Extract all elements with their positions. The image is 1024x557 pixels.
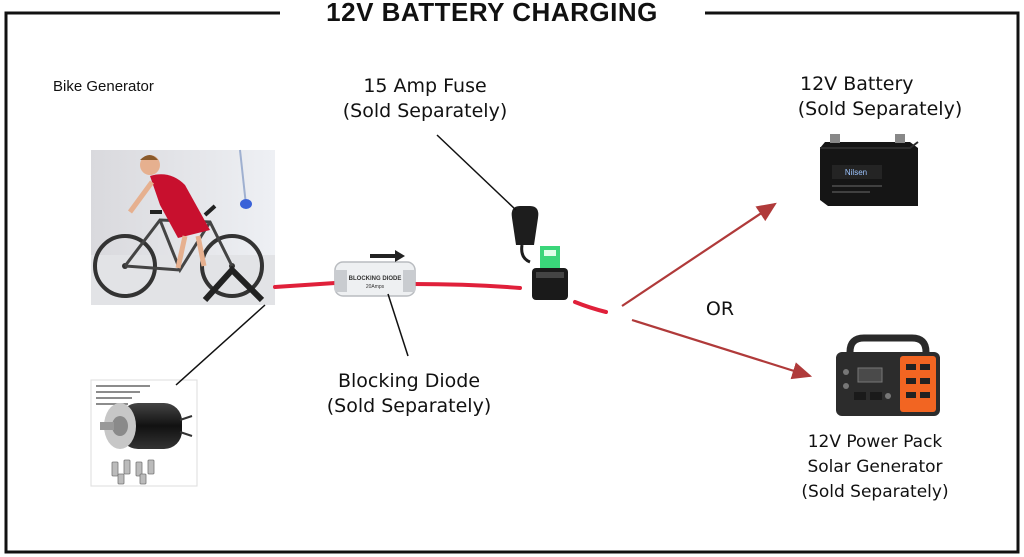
frame-border [4, 11, 1020, 554]
power-pack-illustration [836, 334, 940, 416]
label-battery-line-1: 12V Battery [800, 73, 914, 95]
leader-line-diode [387, 293, 409, 357]
label-fuse: 15 Amp Fuse (Sold Separately) [320, 74, 530, 124]
label-battery-line-2: (Sold Separately) [797, 98, 963, 120]
fuse-holder [511, 206, 568, 300]
label-power-pack-line-3: (Sold Separately) [801, 482, 949, 502]
red-wire [273, 281, 608, 314]
blocking-diode: BLOCKING DIODE 20Amps [334, 250, 416, 297]
label-diode-line-2: (Sold Separately) [326, 395, 492, 417]
diagram-title: 12V BATTERY CHARGING [292, 0, 692, 28]
arrow-to-battery [621, 202, 777, 307]
label-fuse-line-1: 15 Amp Fuse [363, 75, 487, 97]
leader-line-motor [175, 304, 266, 386]
dc-motor-photo [90, 379, 198, 487]
bike-generator-photo [91, 149, 275, 305]
label-battery: 12V Battery (Sold Separately) [780, 72, 980, 122]
label-power-pack: 12V Power Pack Solar Generator (Sold Sep… [775, 430, 975, 505]
diode-label-text: BLOCKING DIODE [349, 276, 402, 282]
diode-rating-text: 20Amps [366, 284, 385, 290]
label-diode: Blocking Diode (Sold Separately) [304, 369, 514, 419]
label-or: OR [705, 298, 735, 320]
arrow-to-power-pack [631, 318, 813, 380]
label-fuse-line-2: (Sold Separately) [342, 100, 508, 122]
label-power-pack-line-2: Solar Generator [807, 457, 943, 477]
leader-line-fuse [436, 134, 517, 211]
battery-illustration: Nilsen [820, 134, 919, 206]
label-bike-generator: Bike Generator [53, 78, 154, 95]
label-power-pack-line-1: 12V Power Pack [807, 432, 943, 452]
label-diode-line-1: Blocking Diode [337, 370, 481, 392]
battery-brand-text: Nilsen [845, 168, 867, 177]
